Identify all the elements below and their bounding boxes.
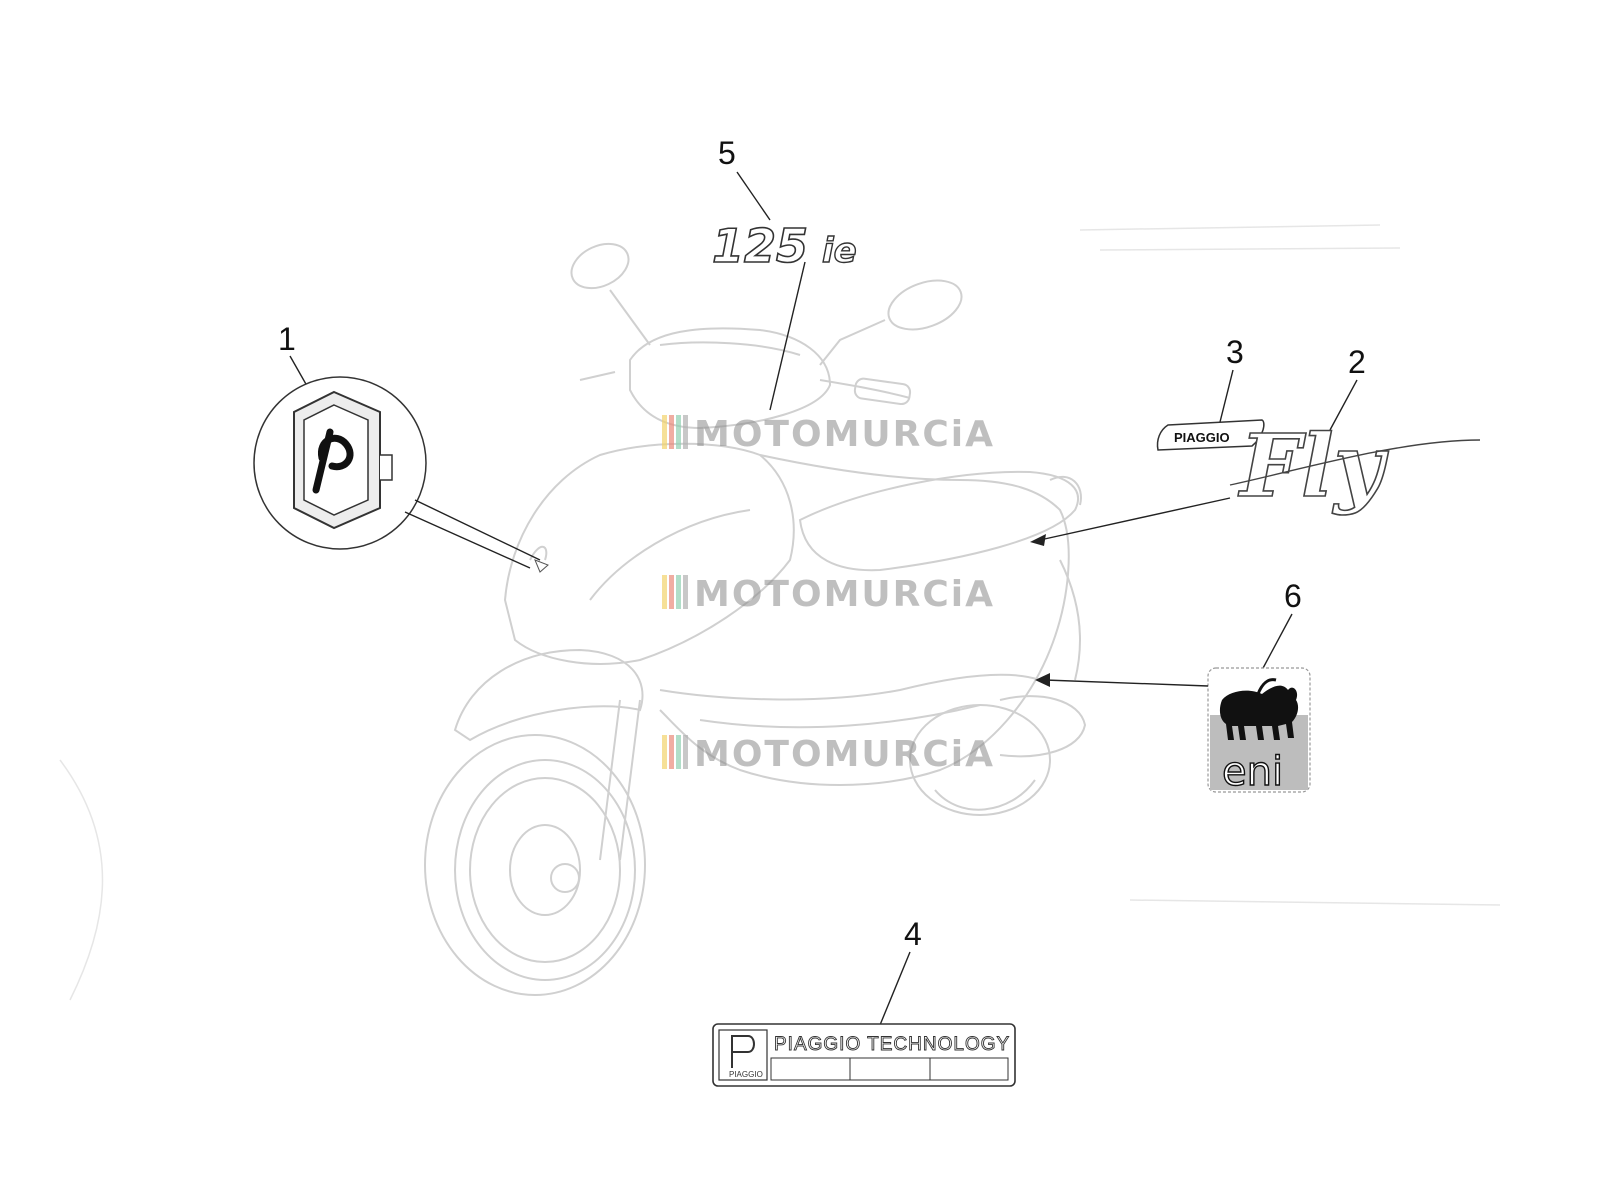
leader-5b	[769, 261, 806, 411]
footboard	[659, 673, 1041, 701]
leader-2a	[1329, 379, 1358, 431]
piaggio-technology-plate: PIAGGIO PIAGGIO TECHNOLOGY	[712, 1023, 1016, 1087]
rear-wheel	[909, 704, 1051, 816]
decal-eni-text: eni	[1222, 749, 1283, 795]
callout-number-6: 6	[1284, 578, 1302, 614]
decal-piaggio-badge: PIAGGIO	[1156, 419, 1265, 451]
callout-number-4: 4	[904, 916, 922, 952]
watermark-1: MOTOMURCiA	[662, 414, 995, 455]
muffler	[999, 695, 1087, 758]
decal-eni: eni	[1207, 667, 1311, 796]
leader-3	[1219, 369, 1234, 423]
watermark-text: MOTOMURCiA	[694, 414, 995, 455]
plate-title-text: PIAGGIO TECHNOLOGY	[774, 1034, 1010, 1055]
watermark-3: MOTOMURCiA	[662, 734, 995, 775]
decal-125ie: 125 ie	[711, 218, 857, 274]
front-tire	[424, 734, 646, 996]
arrowhead-6	[1035, 673, 1050, 687]
leader-6a	[1261, 613, 1293, 671]
eni-six-legged-dog-icon	[1219, 685, 1299, 740]
front-fork	[599, 699, 641, 861]
watermark-text: MOTOMURCiA	[694, 734, 995, 775]
callout-number-3: 3	[1226, 334, 1244, 370]
right-mirror	[887, 279, 963, 331]
leader-1c	[404, 511, 531, 569]
decal-125-text: 125	[712, 219, 808, 273]
front-shield	[503, 442, 795, 665]
piaggio-shield-detail	[253, 376, 427, 550]
seat	[798, 470, 1079, 572]
piaggio-plate-p-icon	[731, 1035, 755, 1068]
arrowhead-2	[1030, 534, 1046, 546]
rear-rack	[1059, 559, 1081, 681]
leader-2b	[1039, 497, 1231, 541]
callout-number-2: 2	[1348, 344, 1366, 380]
front-wheel	[454, 759, 636, 981]
leader-4	[879, 951, 911, 1026]
left-mirror	[570, 242, 630, 290]
piaggio-p-logo-icon	[312, 428, 354, 494]
callout-number-5: 5	[718, 135, 736, 171]
background-ghost-lines	[59, 224, 1501, 1001]
watermark-text: MOTOMURCiA	[694, 574, 995, 615]
decal-ie-text: ie	[822, 231, 857, 271]
scooter-outline	[424, 242, 1087, 996]
decal-fly-text: Fly	[1237, 416, 1389, 517]
fly-swoosh	[1229, 439, 1481, 486]
watermark-2: MOTOMURCiA	[662, 574, 995, 615]
decal-piaggio-text: PIAGGIO	[1174, 430, 1230, 445]
leader-1b	[414, 499, 541, 561]
leader-6b	[1044, 679, 1209, 687]
callout-number-1: 1	[278, 321, 296, 357]
leader-5a	[736, 171, 771, 221]
front-fender	[453, 648, 644, 742]
plate-small-text: PIAGGIO	[729, 1070, 763, 1079]
body-panel	[659, 454, 1070, 786]
